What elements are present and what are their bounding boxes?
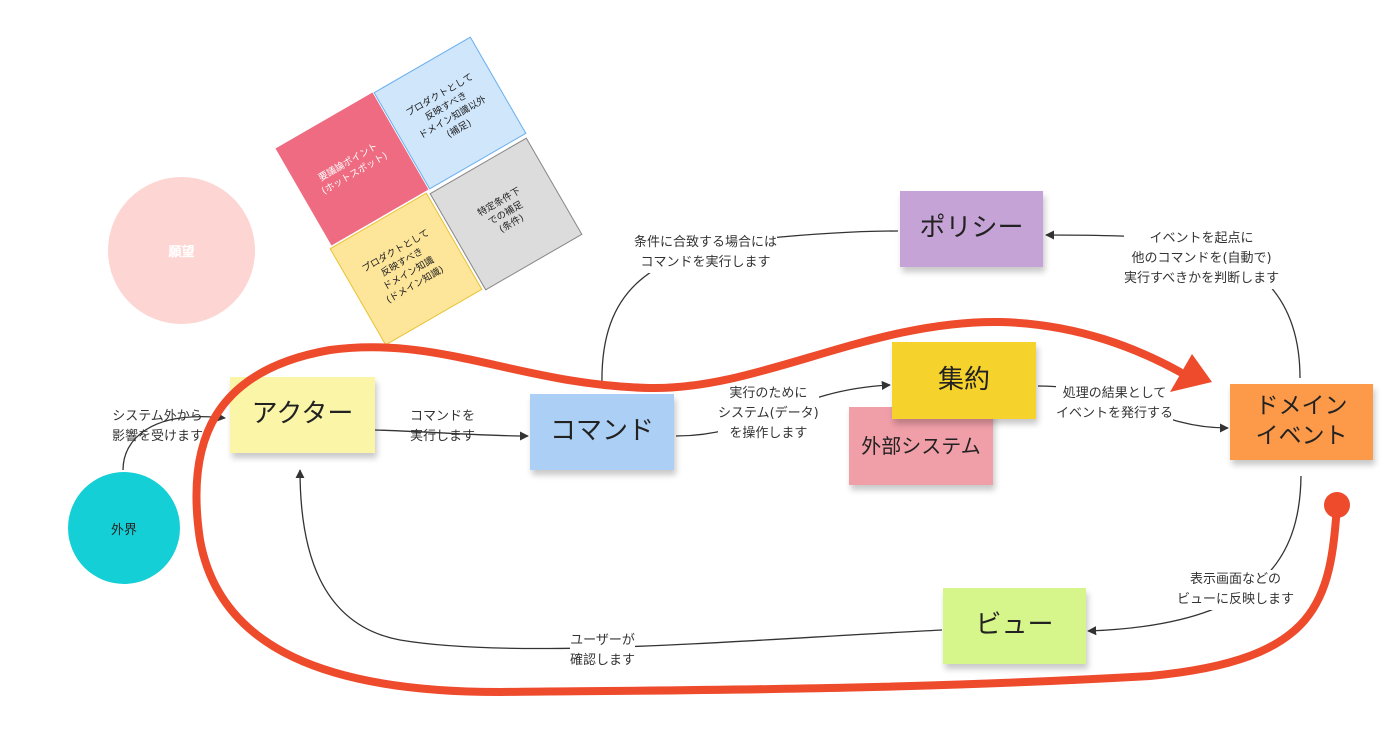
flow-loop-arrowhead	[1170, 354, 1212, 392]
edge-actor-to-command	[374, 429, 529, 441]
wish-circle: 願望	[108, 177, 255, 324]
sticky-policy-label: ポリシー	[919, 213, 1024, 244]
sticky-view-label: ビュー	[975, 610, 1054, 641]
sticky-view: ビュー	[943, 588, 1086, 664]
external-world-circle: 外界	[68, 472, 180, 584]
sticky-external-system: 外部システム	[849, 407, 993, 485]
flow-loop-start-dot	[1324, 492, 1350, 518]
sticky-aggregate: 集約	[892, 342, 1036, 419]
edge-label-external-to-actor: システム外から 影響を受けます	[112, 409, 204, 444]
edge-external-to-actor	[122, 412, 226, 471]
sticky-domain-event: ドメイン イベント	[1230, 384, 1373, 460]
edge-label-aggregate-to-event: 処理の結果として イベントを発行する	[1056, 384, 1174, 424]
flow-loop-line	[192, 317, 1341, 697]
edge-label-event-to-policy: イベントを起点に 他のコマンドを(自動で) 実行すべきかを判断します	[1124, 229, 1280, 289]
edge-label-command-to-aggregate: 実行のために システム(データ) を操作します	[718, 384, 819, 444]
edge-label-actor-to-command: コマンドを 実行します	[410, 409, 476, 444]
sticky-command: コマンド	[530, 394, 674, 470]
edge-label-command-to-policy: 条件に合致する場合には コマンドを実行します	[634, 233, 778, 273]
sticky-aggregate-label: 集約	[937, 364, 990, 395]
external-world-label: 外界	[110, 522, 137, 538]
sticky-actor: アクター	[230, 377, 375, 453]
sticky-command-label: コマンド	[549, 416, 654, 447]
sticky-domain-event-label: ドメイン イベント	[1255, 393, 1348, 449]
edge-label-event-to-view: 表示画面などの ビューに反映します	[1177, 570, 1295, 610]
wish-label: 願望	[168, 245, 195, 260]
edge-view-to-actor	[295, 469, 943, 650]
edge-label-view-to-actor: ユーザーが 確認します	[570, 631, 636, 671]
sticky-actor-label: アクター	[251, 399, 354, 430]
sticky-policy: ポリシー	[900, 191, 1043, 267]
sticky-external-system-label: 外部システム	[861, 434, 981, 458]
